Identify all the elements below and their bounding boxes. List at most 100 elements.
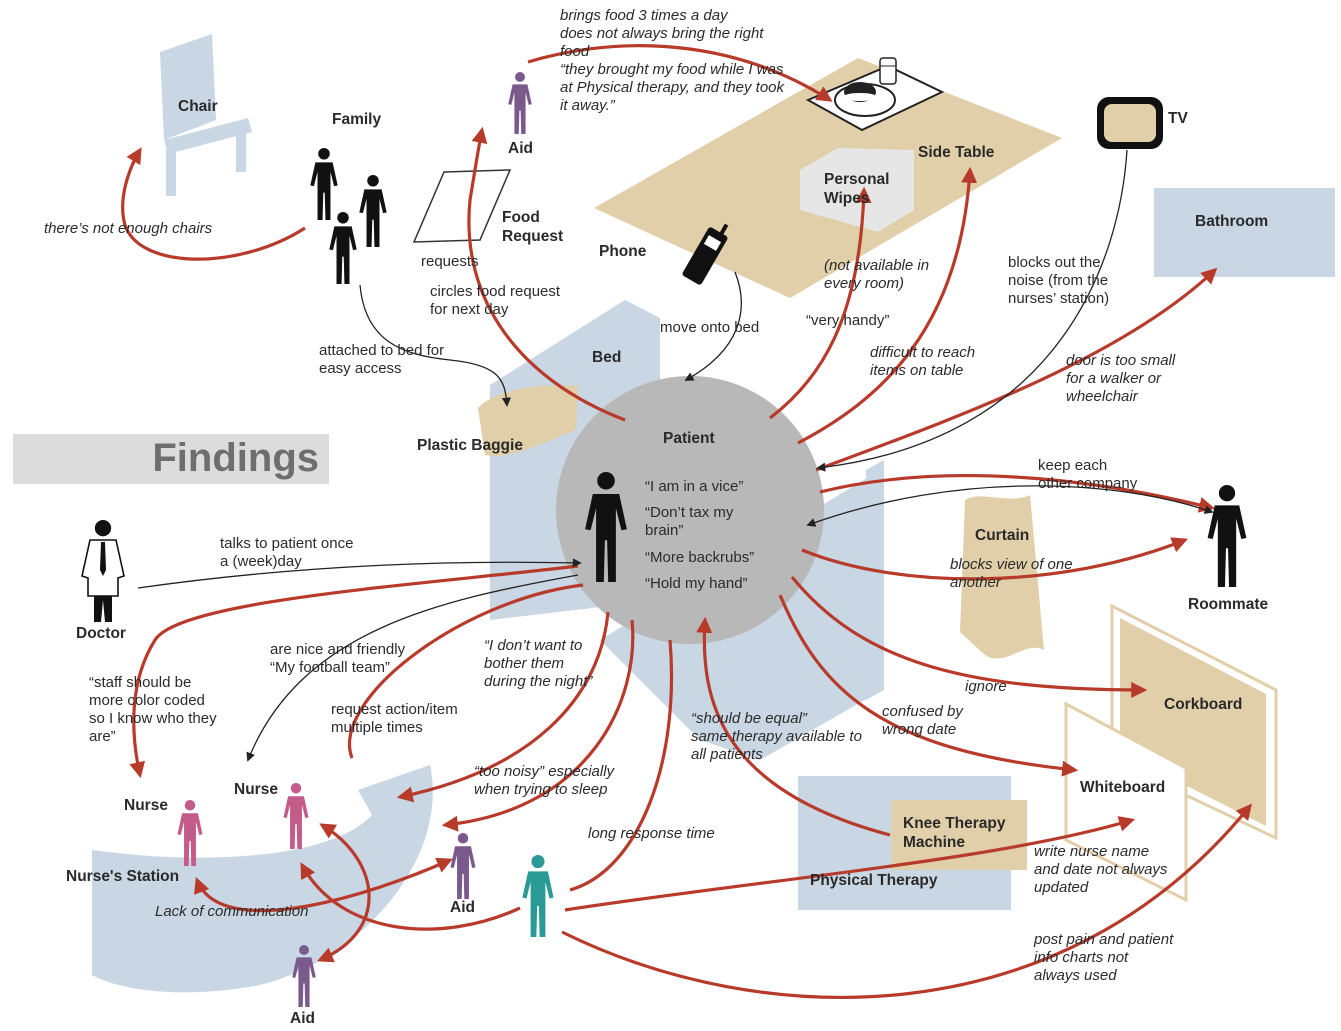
food-request-card-icon xyxy=(412,169,512,243)
nurse-right-label: Nurse xyxy=(234,781,278,798)
connection-arrow xyxy=(778,594,1079,777)
plate-icon xyxy=(805,64,945,132)
connection-arrow xyxy=(527,44,833,102)
furniture-layer xyxy=(92,34,1335,993)
people-layer xyxy=(81,72,1247,1007)
annotation-write-nurse: write nurse name and date not always upd… xyxy=(1034,843,1168,896)
physical-therapy-label: Physical Therapy xyxy=(810,872,938,889)
bathroom-label: Bathroom xyxy=(1195,213,1269,230)
corkboard-label: Corkboard xyxy=(1164,696,1243,713)
annotation-nice-friendly: are nice and friendly “My football team” xyxy=(270,641,406,676)
annotation-aid-food: brings food 3 times a day does not alway… xyxy=(560,7,785,114)
arrows-layer xyxy=(121,44,1253,999)
nurse-left-label: Nurse xyxy=(124,797,168,814)
knee-therapy-box xyxy=(891,800,1027,870)
aid-icon xyxy=(508,72,532,134)
annotation-should-equal: “should be equal” same therapy available… xyxy=(691,710,862,763)
connection-arrow xyxy=(815,267,1218,472)
plastic-baggie-label: Plastic Baggie xyxy=(417,437,523,454)
connection-arrow xyxy=(564,816,1136,912)
annotation-post-pain: post pain and patient info charts not al… xyxy=(1034,931,1174,984)
connection-arrow xyxy=(300,862,521,931)
connection-arrow xyxy=(348,583,584,759)
connection-arrow xyxy=(790,575,1148,698)
patient-quote: “Hold my hand” xyxy=(645,575,748,592)
annotation-blocks-noise: blocks out the noise (from the nurses’ s… xyxy=(1008,254,1110,307)
connection-arrow xyxy=(684,271,742,381)
curtain-label: Curtain xyxy=(975,527,1030,544)
doctor-icon xyxy=(81,520,125,622)
connection-arrow xyxy=(561,803,1253,999)
connection-arrow xyxy=(121,147,306,261)
connection-arrow xyxy=(801,537,1188,581)
annotation-circles-food: circles food request for next day xyxy=(430,283,561,318)
family-member-icon xyxy=(329,212,357,284)
glass-icon xyxy=(879,57,897,85)
annotation-lack-communication: Lack of communication xyxy=(155,903,309,920)
nurses-station-label: Nurse's Station xyxy=(66,868,180,885)
connection-arrow xyxy=(797,166,978,445)
connection-arrow xyxy=(816,149,1128,472)
roommate-icon xyxy=(1207,485,1247,587)
chair-icon xyxy=(160,34,252,196)
patient-quote: “More backrubs” xyxy=(645,549,755,566)
annotation-request-action: request action/item multiple times xyxy=(331,701,458,736)
nurse-icon xyxy=(283,783,309,849)
connection-arrow xyxy=(194,857,453,913)
aid-icon xyxy=(292,945,316,1007)
connection-arrow xyxy=(137,558,582,589)
connection-arrow xyxy=(819,474,1216,513)
connection-arrow xyxy=(806,485,1214,527)
bathroom-box xyxy=(1154,188,1335,277)
knee-therapy-label: Knee Therapy Machine xyxy=(903,815,1006,851)
patient-person-icon xyxy=(585,472,627,582)
whiteboard-shape xyxy=(1064,701,1188,903)
bed-label: Bed xyxy=(592,349,622,366)
patient-quote: “Don’t tax my brain” xyxy=(645,504,734,539)
doctor-label: Doctor xyxy=(76,625,126,642)
annotation-dont-bother: “I don’t want to bother them during the … xyxy=(484,637,593,690)
page-title: Findings xyxy=(152,436,319,480)
family-label: Family xyxy=(332,111,382,128)
roommate-label: Roommate xyxy=(1188,596,1269,613)
annotation-door-small: door is too small for a walker or wheelc… xyxy=(1066,352,1176,405)
nurse-icon xyxy=(177,800,203,866)
aid-icon xyxy=(450,833,476,899)
annotation-keep-company: keep each other company xyxy=(1038,457,1138,492)
patient-quote: “I am in a vice” xyxy=(645,478,744,495)
connection-arrow xyxy=(441,619,635,832)
annotation-blocks-view: blocks view of one another xyxy=(950,556,1073,591)
side-table-label: Side Table xyxy=(918,144,995,161)
annotation-too-noisy: “too noisy” especially when trying to sl… xyxy=(474,763,615,798)
aid-bottom-label: Aid xyxy=(290,1010,315,1027)
connection-arrow xyxy=(696,616,891,837)
annotation-confused: confused by wrong date xyxy=(882,703,963,738)
family-member-icon xyxy=(310,148,338,220)
patient-label: Patient xyxy=(663,430,715,447)
connection-arrow xyxy=(769,186,872,420)
phone-icon xyxy=(682,223,729,285)
personal-wipes-label: Personal Wipes xyxy=(824,171,890,207)
aid-top-label: Aid xyxy=(508,140,533,157)
annotation-attached-bed: attached to bed for easy access xyxy=(319,342,445,377)
connection-arrow xyxy=(396,611,610,803)
family-member-icon xyxy=(359,175,387,247)
annotation-talks-patient: talks to patient once a (week)day xyxy=(220,535,354,570)
connection-arrow xyxy=(246,574,579,762)
tv-icon xyxy=(1097,97,1163,149)
aid-middle-label: Aid xyxy=(450,899,475,916)
connection-arrow xyxy=(467,126,626,422)
findings-title-box: Findings xyxy=(13,434,329,484)
phone-label: Phone xyxy=(599,243,647,260)
annotation-not-available: (not available in every room) xyxy=(824,257,930,292)
annotation-move-onto-bed: move onto bed xyxy=(660,319,760,336)
annotation-difficult-reach: difficult to reach items on table xyxy=(870,344,976,379)
chair-label: Chair xyxy=(178,98,218,115)
annotation-staff-color: “staff should be more color coded so I k… xyxy=(89,674,217,745)
whiteboard-label: Whiteboard xyxy=(1080,779,1166,796)
annotation-very-handy: “very handy” xyxy=(806,312,890,329)
connection-arrow xyxy=(129,564,579,779)
food-request-label: Food Request xyxy=(502,209,564,245)
